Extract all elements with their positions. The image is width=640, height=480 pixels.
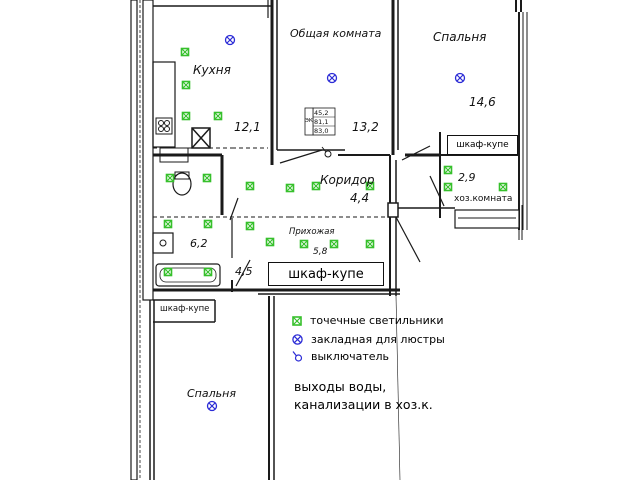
- legend-chandelier: закладная для люстры: [292, 333, 445, 346]
- corridor-name: Коридор: [320, 173, 375, 187]
- doors: [229, 145, 445, 287]
- legend-switch: выключатель: [292, 350, 389, 363]
- closet-main-frame: [258, 288, 400, 295]
- exterior-wall-right: [518, 12, 528, 240]
- living-room-area: 13,2: [352, 120, 379, 134]
- exterior-wall-left: [130, 0, 155, 480]
- kitchen-area: 12,1: [234, 120, 261, 134]
- chandelier-mount-icon: [292, 334, 303, 345]
- closet-utility-label: шкаф-купе: [447, 135, 518, 155]
- bath-area: 6,2: [190, 237, 208, 250]
- top-walls: [153, 0, 522, 165]
- area-table: [304, 107, 336, 136]
- closet-bedroom-label: шкаф-купе: [160, 304, 210, 314]
- area-table-row3: 83,0: [314, 127, 329, 135]
- lower-walls: [153, 296, 275, 480]
- bathroom-block: [152, 147, 390, 292]
- plumbing-note-line2: канализации в хоз.к.: [294, 397, 433, 413]
- legend-spotlights-text: точечные светильники: [310, 314, 444, 327]
- legend-switch-text: выключатель: [311, 350, 390, 363]
- area-table-side: ЭК: [305, 118, 313, 124]
- switch-icon: [292, 351, 303, 362]
- kitchen-counter: [152, 61, 211, 149]
- hallway-area: 5,8: [313, 247, 328, 257]
- bedroom-bottom-name: Спальня: [187, 387, 236, 400]
- wc-area: 4,5: [235, 265, 253, 278]
- hallway-name: Прихожая: [289, 227, 335, 237]
- living-room-name: Общая комната: [290, 27, 382, 40]
- closet-main-label: шкаф-купе: [268, 262, 384, 286]
- legend-chandelier-text: закладная для люстры: [311, 333, 445, 346]
- utility-name: хоз.комната: [454, 194, 513, 204]
- spot-lights: [163, 47, 508, 277]
- kitchen-name: Кухня: [193, 63, 231, 77]
- plumbing-note: выходы воды, канализации в хоз.к.: [294, 378, 433, 414]
- plumbing-note-line1: выходы воды,: [294, 379, 387, 394]
- area-table-row1: 45,2: [314, 109, 329, 117]
- bedroom-top-name: Спальня: [433, 30, 487, 44]
- spot-light-icon: [292, 315, 302, 326]
- hallway-walls: [387, 155, 520, 480]
- utility-area: 2,9: [458, 171, 476, 184]
- area-table-row2: 81,1: [314, 118, 329, 126]
- switch-symbol-living: [321, 146, 332, 158]
- bedroom-top-area: 14,6: [469, 95, 496, 109]
- legend-spotlights: точечные светильники: [292, 314, 444, 327]
- corridor-area: 4,4: [350, 191, 370, 205]
